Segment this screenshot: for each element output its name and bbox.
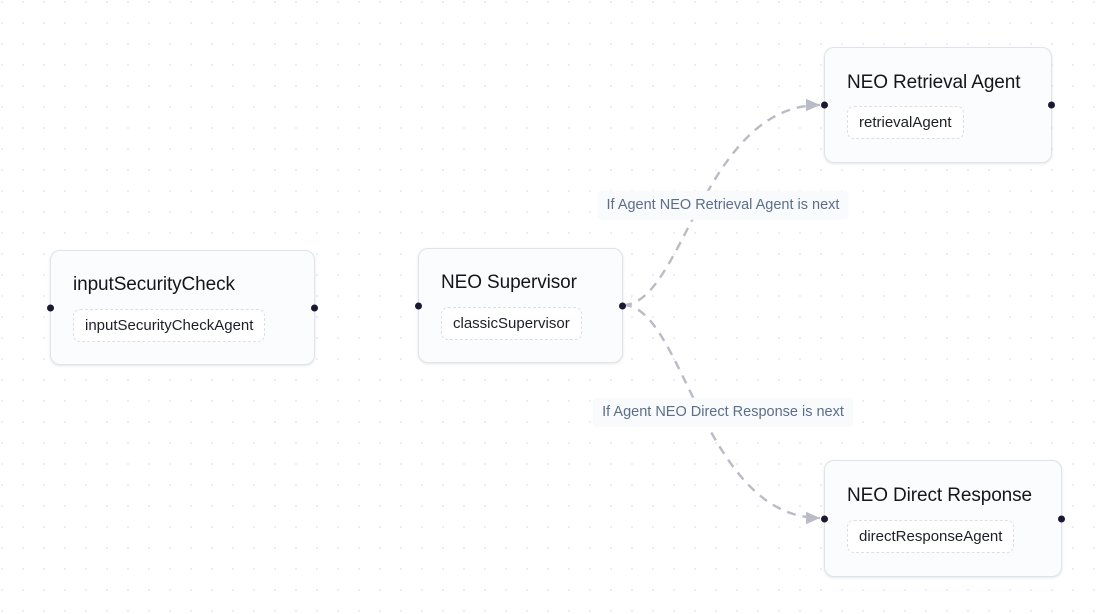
node-neo-supervisor[interactable]: NEO Supervisor classicSupervisor: [415, 248, 626, 363]
node-title: inputSecurityCheck: [73, 274, 235, 296]
handle-target-left[interactable]: [821, 515, 828, 522]
node-input-security-check[interactable]: inputSecurityCheck inputSecurityCheckAge…: [47, 250, 318, 365]
node-title: NEO Retrieval Agent: [847, 71, 1021, 93]
handle-source-right[interactable]: [1048, 101, 1055, 109]
node-agent-badge: directResponseAgent: [847, 519, 1015, 553]
handle-target-left[interactable]: [415, 302, 422, 309]
handle-target-left[interactable]: [821, 101, 828, 109]
handle-source-right[interactable]: [619, 302, 626, 309]
node-agent-badge: retrievalAgent: [847, 106, 964, 140]
handle-source-right[interactable]: [311, 304, 318, 311]
handle-source-right[interactable]: [1058, 515, 1065, 522]
node-title: NEO Supervisor: [441, 272, 577, 294]
node-agent-badge: inputSecurityCheckAgent: [73, 308, 266, 342]
edge-label-direct-response[interactable]: If Agent NEO Direct Response is next: [593, 397, 853, 427]
node-agent-badge: classicSupervisor: [441, 306, 582, 340]
handle-target-left[interactable]: [47, 304, 54, 311]
node-title: NEO Direct Response: [847, 485, 1033, 507]
node-neo-retrieval-agent[interactable]: NEO Retrieval Agent retrievalAgent: [821, 47, 1055, 163]
node-neo-direct-response[interactable]: NEO Direct Response directResponseAgent: [821, 460, 1065, 577]
edge-label-retrieval-agent[interactable]: If Agent NEO Retrieval Agent is next: [597, 190, 849, 220]
